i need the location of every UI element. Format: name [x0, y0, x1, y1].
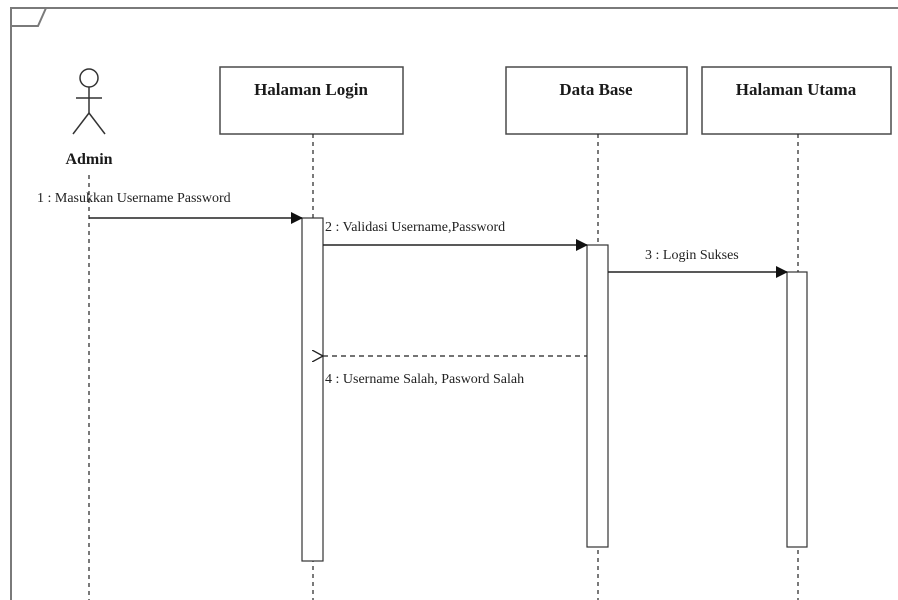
message-3: 3 : Login Sukses: [608, 248, 788, 278]
lifeline-label: Halaman Login: [254, 80, 368, 99]
lifeline-label: Halaman Utama: [736, 80, 857, 99]
message-2: 2 : Validasi Username,Password: [323, 220, 588, 251]
lifeline-data-base: Data Base: [505, 66, 688, 135]
message-label: 1 : Masukkan Username Password: [37, 191, 231, 206]
activation-bar-halaman-login: [301, 217, 324, 562]
lifeline-halaman-utama: Halaman Utama: [701, 66, 892, 135]
activation-bar-data-base: [586, 244, 609, 548]
message-label: 3 : Login Sukses: [645, 248, 739, 263]
activation-bar-halaman-utama: [786, 271, 808, 548]
stick-figure-icon: [72, 68, 106, 135]
actor-admin: Admin: [65, 68, 113, 168]
frame: [10, 7, 898, 600]
lifeline-halaman-login: Halaman Login: [219, 66, 404, 135]
lifeline-box: [505, 66, 688, 135]
message-label: 4 : Username Salah, Pasword Salah: [325, 372, 524, 387]
lifeline-box: [219, 66, 404, 135]
actor-label: Admin: [65, 151, 112, 168]
message-1: 1 : Masukkan Username Password: [37, 191, 303, 224]
lifeline-label: Data Base: [559, 80, 633, 99]
message-label: 2 : Validasi Username,Password: [325, 220, 505, 235]
message-4: 4 : Username Salah, Pasword Salah: [323, 356, 587, 387]
lifeline-box: [701, 66, 892, 135]
